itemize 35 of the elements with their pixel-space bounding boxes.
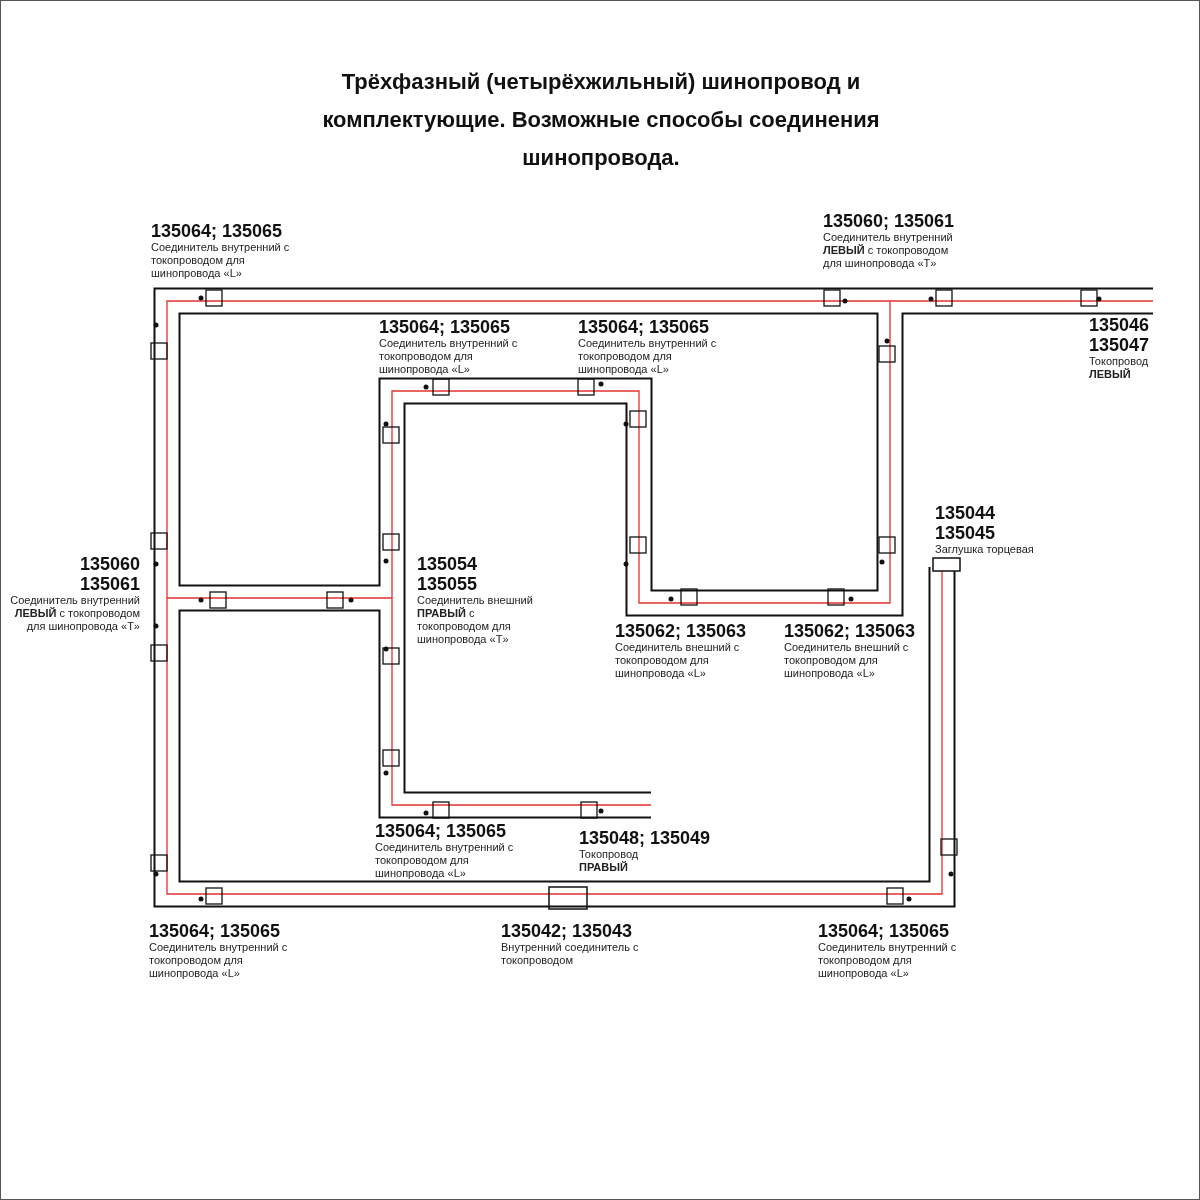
part-number: 135046: [1089, 315, 1150, 335]
part-number: 135044: [935, 503, 996, 523]
part-number: 135060; 135061: [823, 211, 955, 231]
part-description: Токопровод ЛЕВЫЙ: [1089, 355, 1150, 381]
part-number: 135060: [79, 554, 140, 574]
part-number: 135061: [79, 574, 140, 594]
part-number: 135054: [417, 554, 478, 574]
part-description: Соединитель внутренний с токопроводом для шинопровода «L»: [151, 241, 291, 280]
part-number: 135047: [1089, 335, 1150, 355]
part-number: 135048; 135049: [579, 828, 711, 848]
part-description: Соединитель внешний с токопроводом для шинопровода «L»: [615, 641, 741, 680]
part-description: Соединитель внешний ПРАВЫЙ с токопроводом для шинопровода «T»: [417, 594, 534, 646]
part-description: Соединитель внутренний с токопроводом для шинопровода «L»: [379, 337, 519, 376]
part-description: Соединитель внутренний с токопроводом для шинопровода «L»: [375, 841, 515, 880]
part-number: 135042; 135043: [501, 921, 633, 941]
part-description: Соединитель внутренний с токопроводом для шинопровода «L»: [149, 941, 289, 980]
part-description: Соединитель внутренний ЛЕВЫЙ с токопроводом для шинопровода «T»: [823, 231, 954, 270]
part-number: 135064; 135065: [151, 221, 283, 241]
part-number: 135064; 135065: [818, 921, 950, 941]
part-number: 135064; 135065: [379, 317, 511, 337]
part-description: Соединитель внутренний с токопроводом для шинопровода «L»: [578, 337, 718, 376]
part-description: Соединитель внешний с токопроводом для шинопровода «L»: [784, 641, 910, 680]
part-description: Заглушка торцевая: [935, 543, 1035, 556]
part-number: 135062; 135063: [784, 621, 916, 641]
part-description: Токопровод ПРАВЫЙ: [579, 848, 640, 874]
part-description: Соединитель внутренний ЛЕВЫЙ с токопроводом для шинопровода «T»: [9, 594, 140, 633]
part-description: Соединитель внутренний с токопроводом для шинопровода «L»: [818, 941, 958, 980]
part-number: 135064; 135065: [375, 821, 507, 841]
part-number: 135062; 135063: [615, 621, 747, 641]
part-number: 135045: [935, 523, 996, 543]
title: Трёхфазный (четырёхжильный) шинопровод и комплектующие. Возможные способы соединения шинопровода.: [321, 68, 881, 172]
part-number: 135055: [417, 574, 478, 594]
part-number: 135064; 135065: [149, 921, 281, 941]
part-number: 135064; 135065: [578, 317, 710, 337]
part-description: Внутренний соединитель с токопроводом: [501, 941, 640, 967]
